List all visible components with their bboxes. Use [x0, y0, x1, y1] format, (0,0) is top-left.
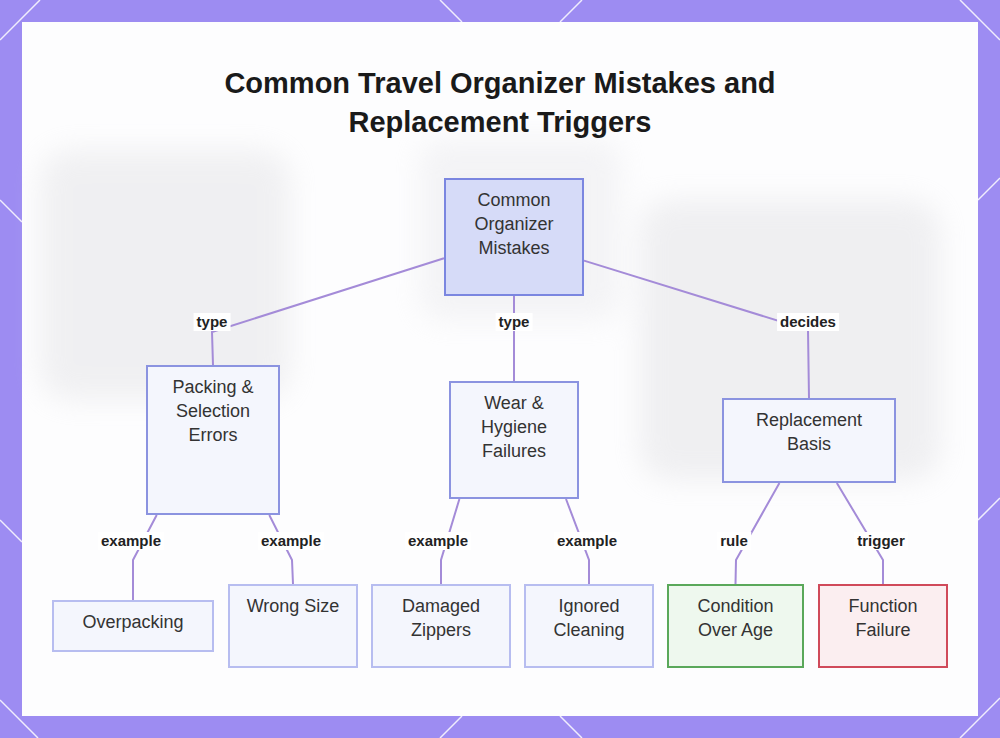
rule-box: Condition Over Age [667, 584, 804, 668]
edge-label: rule [717, 532, 751, 550]
node-text: Replacement Basis [736, 408, 882, 456]
diagram-title: Common Travel Organizer Mistakes and Rep… [180, 64, 820, 142]
node-text: Overpacking [66, 610, 200, 634]
edge-label: example [98, 532, 164, 550]
node-text: Damaged Zippers [385, 594, 497, 642]
edge-label: example [405, 532, 471, 550]
edge-label: example [258, 532, 324, 550]
category-box: Wear & Hygiene Failures [449, 381, 579, 499]
connector [133, 515, 157, 600]
connector [513, 296, 515, 381]
category-box: Packing & Selection Errors [146, 365, 280, 515]
connector [212, 258, 444, 365]
example-box: Wrong Size [228, 584, 358, 668]
example-box: Overpacking [52, 600, 214, 652]
category-box: Replacement Basis [722, 398, 896, 483]
trigger-box: Function Failure [818, 584, 948, 668]
node-text: Common Organizer Mistakes [458, 188, 570, 260]
edge-label: trigger [854, 532, 908, 550]
edge-label: decides [777, 313, 839, 331]
edge-label: example [554, 532, 620, 550]
root-box: Common Organizer Mistakes [444, 178, 584, 296]
node-text: Ignored Cleaning [538, 594, 640, 642]
node-text: Condition Over Age [681, 594, 790, 642]
node-text: Packing & Selection Errors [160, 375, 266, 447]
node-text: Wear & Hygiene Failures [463, 391, 565, 463]
panel [22, 22, 978, 716]
edge-label: type [194, 313, 231, 331]
edge-label: type [496, 313, 533, 331]
node-text: Function Failure [832, 594, 934, 642]
example-box: Ignored Cleaning [524, 584, 654, 668]
example-box: Damaged Zippers [371, 584, 511, 668]
node-text: Wrong Size [242, 594, 344, 618]
connector [584, 261, 809, 398]
